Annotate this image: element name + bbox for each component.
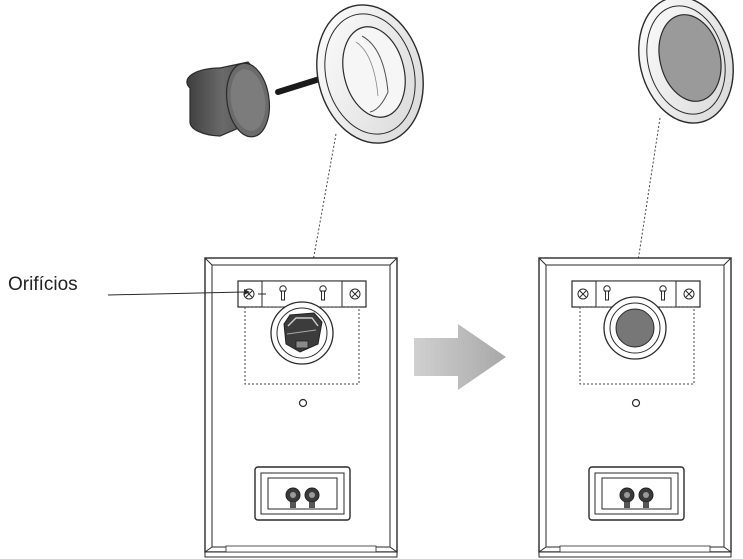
bass-port-plugged (603, 296, 667, 360)
port-tube-enlarged (316, 4, 424, 144)
port-plugged-enlarged (638, 0, 734, 124)
holes-callout-label: Orifícios (8, 274, 78, 295)
keyhole-slot-icon (659, 285, 667, 301)
holes-callout-leader (107, 289, 266, 296)
transition-arrow (414, 324, 506, 390)
keyhole-slot-icon (319, 285, 327, 301)
screw-icon (683, 288, 695, 300)
bass-port-open (270, 301, 334, 365)
rear-indicator-hole (631, 398, 641, 408)
speaker-right-rear (538, 257, 732, 558)
foam-plug (186, 61, 271, 138)
speaker-terminal-icon (254, 466, 351, 521)
speaker-left-rear (204, 257, 398, 558)
screw-icon (349, 288, 361, 300)
keyhole-slot-icon (279, 285, 287, 301)
rear-indicator-hole (298, 398, 308, 408)
keyhole-slot-icon (603, 285, 611, 301)
speaker-terminal-icon (588, 466, 685, 521)
screw-icon (577, 288, 589, 300)
